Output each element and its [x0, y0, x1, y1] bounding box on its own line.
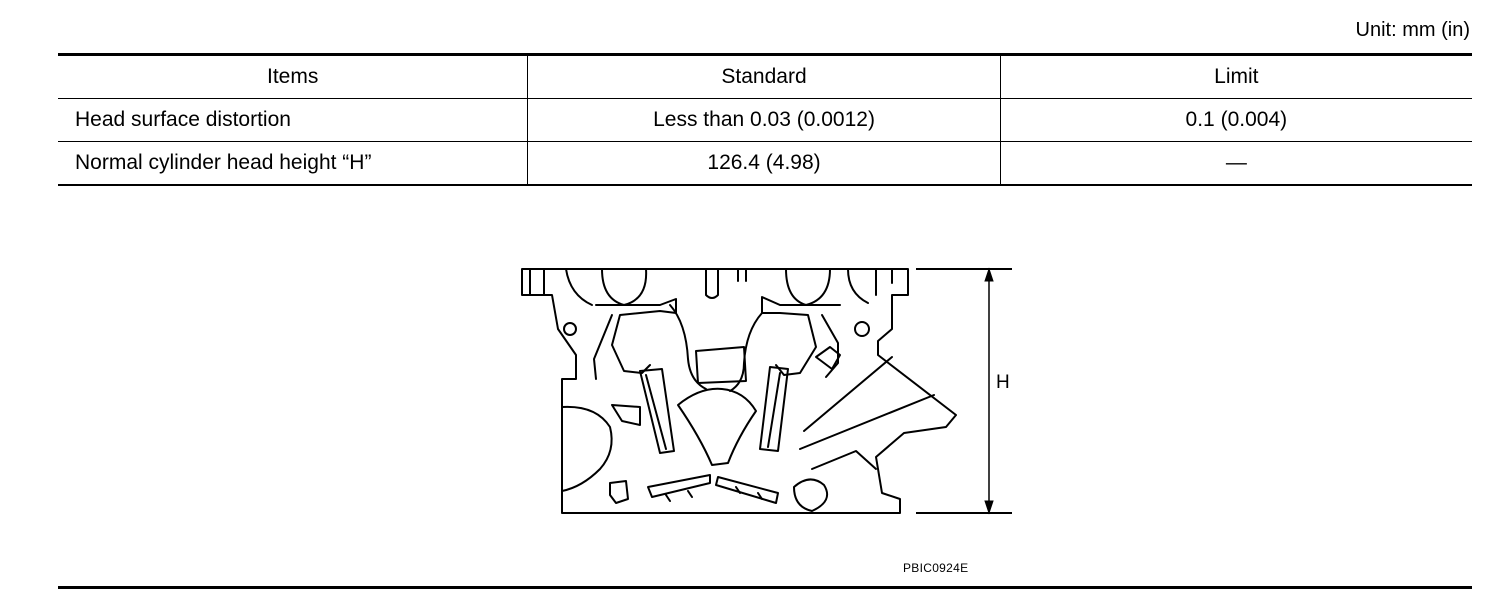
header-limit: Limit	[999, 54, 1472, 99]
limit-cell: —	[999, 141, 1472, 185]
limit-cell: 0.1 (0.004)	[999, 98, 1472, 142]
item-cell: Head surface distortion	[75, 108, 291, 131]
header-standard: Standard	[527, 54, 1001, 99]
specification-table: Items Standard Limit Head surface distor…	[58, 53, 1472, 186]
header-items: Items	[267, 65, 319, 88]
figure-code: PBIC0924E	[903, 561, 969, 575]
cylinder-head-outline	[521, 268, 957, 514]
unit-label: Unit: mm (in)	[1355, 19, 1470, 41]
table-row: Normal cylinder head height “H” 126.4 (4…	[58, 141, 1472, 185]
dimension-h	[916, 267, 1012, 515]
standard-cell: 126.4 (4.98)	[527, 141, 1001, 185]
dimension-label: H	[996, 372, 1010, 393]
standard-cell: Less than 0.03 (0.0012)	[527, 98, 1001, 142]
cylinder-head-diagram: H	[521, 267, 1012, 515]
table-row: Head surface distortion Less than 0.03 (…	[58, 98, 1472, 142]
bottom-rule	[58, 586, 1472, 589]
table-header-row: Items Standard Limit	[58, 54, 1472, 99]
item-cell: Normal cylinder head height “H”	[75, 151, 372, 174]
